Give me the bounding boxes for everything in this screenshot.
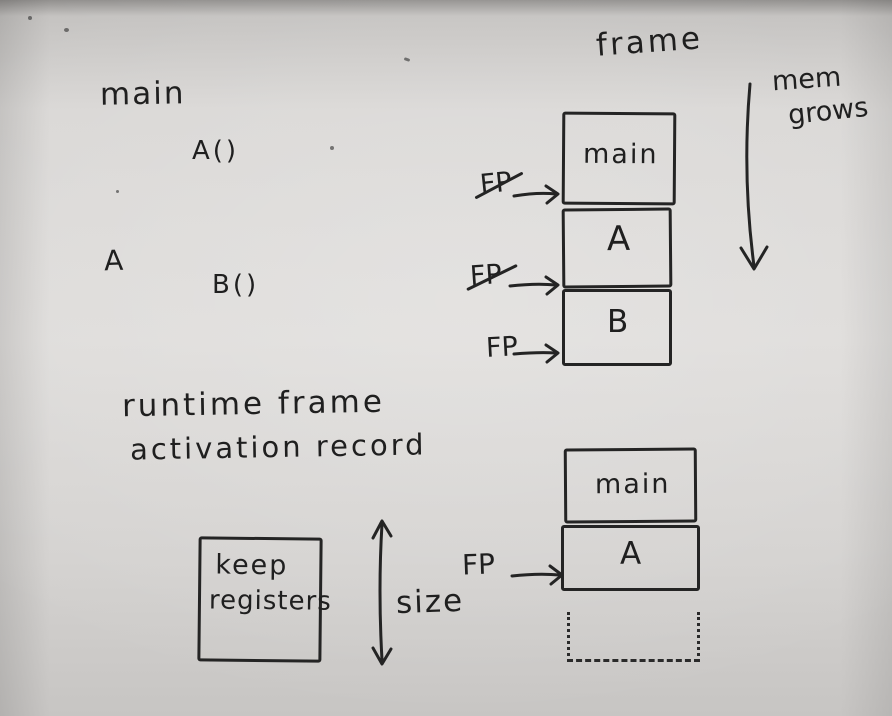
stack-frame-a: A xyxy=(561,207,673,289)
stack-frame-main: main xyxy=(561,111,677,206)
ink-speck xyxy=(64,28,69,32)
fp-arrow-2-icon xyxy=(508,275,560,296)
fp-label-old-1: FP xyxy=(478,166,514,201)
code-a-label: A xyxy=(103,243,124,278)
ink-speck xyxy=(330,146,334,150)
size-arrow-icon xyxy=(371,519,393,666)
stack-continuation-dashed xyxy=(567,612,700,662)
stack-frame-a-label: A xyxy=(606,218,631,260)
size-label: size xyxy=(395,582,465,622)
note-activation-record: activation record xyxy=(129,427,427,467)
code-a-call: A() xyxy=(192,136,240,166)
bottom-frame-a-label: A xyxy=(620,536,642,572)
ink-speck xyxy=(28,16,32,20)
note-runtime-frame: runtime frame xyxy=(121,383,386,425)
keep-registers-line2: registers xyxy=(208,585,332,617)
mem-grows-arrow-icon xyxy=(739,82,769,271)
bottom-frame-a: A xyxy=(561,525,700,591)
bottom-frame-main: main xyxy=(563,447,698,524)
fp-arrow-bottom-icon xyxy=(510,564,564,586)
stack-frame-main-label: main xyxy=(582,138,659,171)
code-b-call: B() xyxy=(212,270,260,300)
ink-speck xyxy=(116,190,119,193)
fp-arrow-1-icon xyxy=(512,184,560,205)
frame-title: frame xyxy=(594,20,705,64)
stack-frame-b-label: B xyxy=(607,304,629,340)
mem-grows-label-line1: mem xyxy=(771,61,843,98)
stack-frame-b: B xyxy=(562,289,672,366)
keep-registers-box: keep registers xyxy=(197,536,332,663)
bottom-frame-main-label: main xyxy=(594,468,671,501)
keep-registers-line1: keep xyxy=(215,549,289,582)
code-main-label: main xyxy=(99,75,186,113)
fp-label-bottom: FP xyxy=(461,547,496,582)
fp-arrow-3-icon xyxy=(512,343,560,364)
